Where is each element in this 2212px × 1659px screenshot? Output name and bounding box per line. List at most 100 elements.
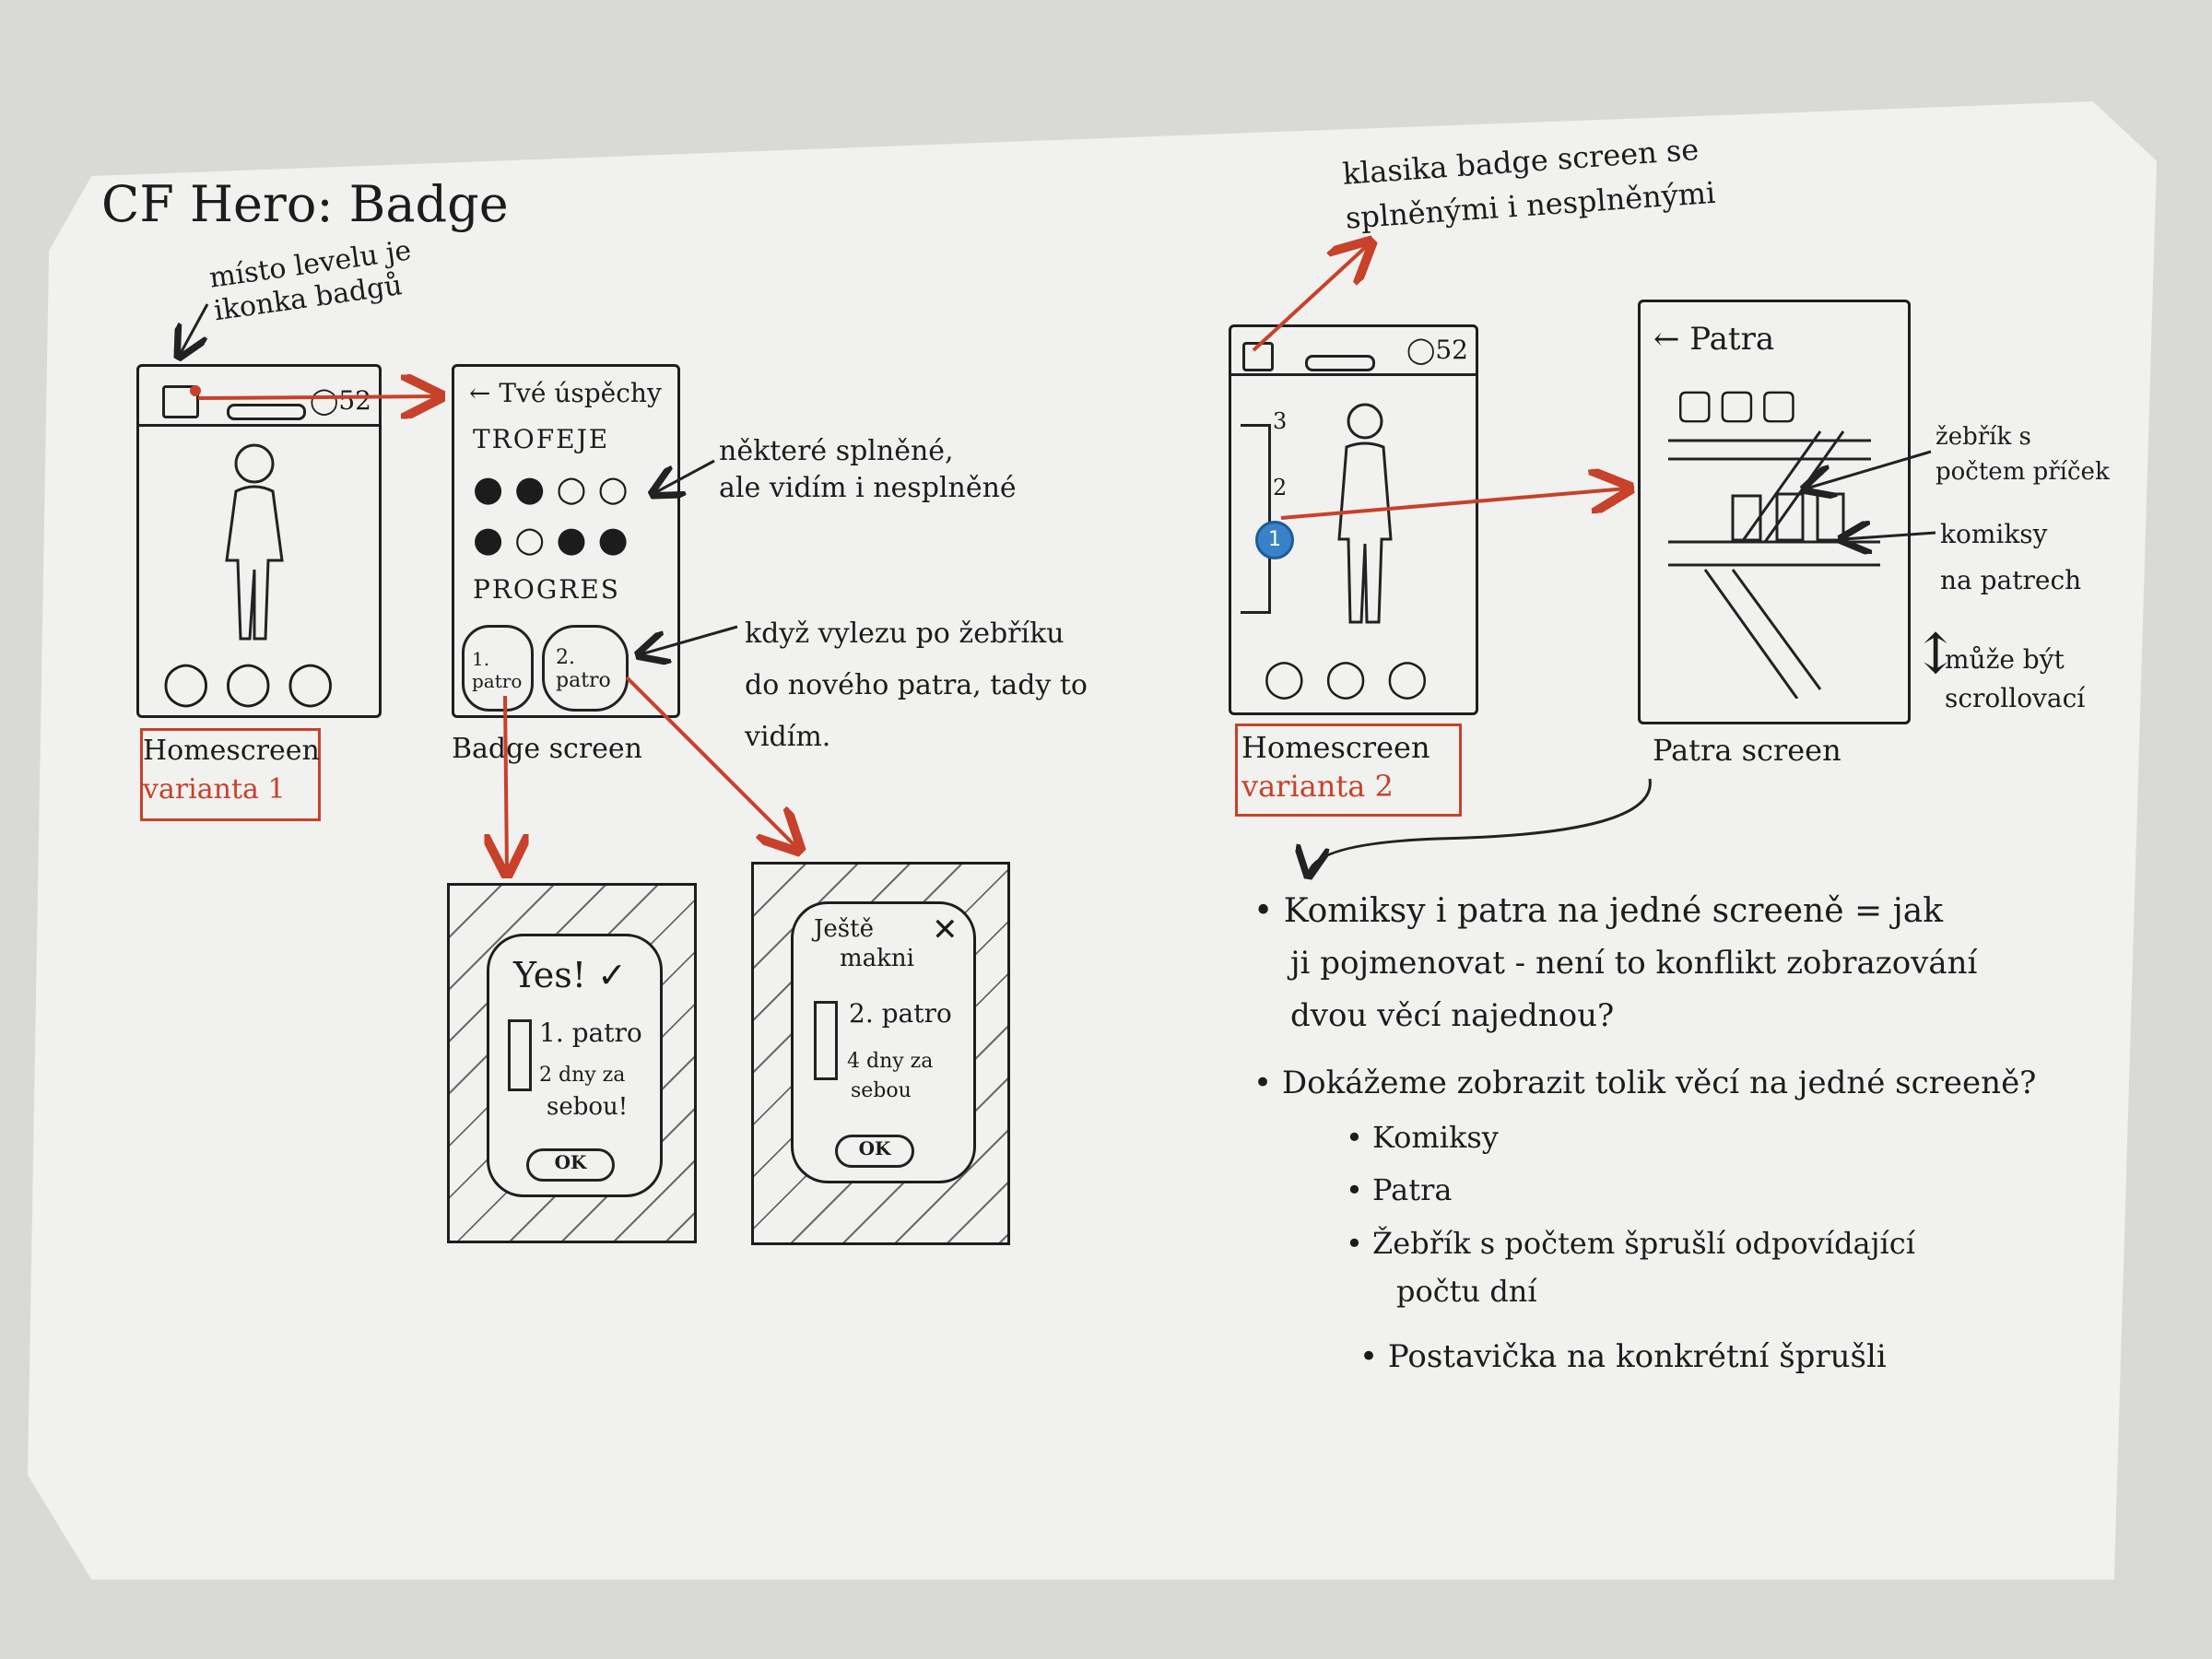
success-dialog-frame: Yes! ✓ 1. patro 2 dny za sebou! OK (447, 883, 697, 1243)
close-icon[interactable]: ✕ (932, 912, 959, 948)
patra-screen: ← Patra ▢▢▢ (1638, 300, 1911, 724)
notification-dot (190, 385, 201, 396)
coin-icon: ◯ (310, 385, 339, 416)
note-line: ale vidím i nesplněné (719, 472, 1017, 504)
avatar-marker: 1 (1255, 521, 1294, 559)
keep-going-dialog: Ještě makni ✕ 2. patro 4 dny za sebou OK (791, 901, 976, 1183)
trophy-earned-icon[interactable]: ● (473, 519, 515, 559)
trophy-earned-icon[interactable]: ● (473, 468, 515, 509)
header-divider (139, 424, 379, 427)
coin-count: 52 (338, 385, 371, 416)
ladder-icon (814, 1001, 838, 1080)
success-days: 2 dny za (539, 1064, 626, 1087)
coin-counter: ◯52 (310, 385, 371, 416)
bullet-text: Komiksy (1372, 1120, 1499, 1155)
keep-going-ok-label: OK (858, 1137, 891, 1159)
nav-circle-icon[interactable]: ◯ (286, 657, 349, 707)
bottom-nav: ◯◯◯ (162, 657, 348, 707)
nav-circle-icon[interactable]: ◯ (162, 657, 225, 707)
success-dialog: Yes! ✓ 1. patro 2 dny za sebou! OK (487, 934, 663, 1197)
badge-screen-header[interactable]: ← Tvé úspěchy (469, 378, 662, 408)
trophies-row-2: ●○●● (473, 519, 640, 559)
avatar-figure (225, 443, 284, 641)
badge-screen-label: Badge screen (452, 733, 642, 765)
note-line: komiksy (1940, 519, 2048, 549)
note-line: počtem příček (1936, 458, 2110, 486)
nav-circle-icon[interactable]: ◯ (1264, 657, 1325, 700)
bottom-nav: ◯◯◯ (1264, 657, 1448, 700)
homescreen-2-label-box: Homescreen varianta 2 (1235, 724, 1462, 817)
trophies-note: některé splněné, ale vidím i nesplněné (719, 433, 1017, 507)
progress-bar (227, 404, 306, 420)
ladder-level-2: 2 (1273, 475, 1288, 500)
note-line: scrollovací (1945, 683, 2086, 713)
homescreen-2-variant: varianta 2 (1241, 769, 1394, 804)
floor-2-button[interactable]: 2. patro (542, 625, 629, 712)
trophies-row-1: ●●○○ (473, 468, 640, 509)
floor-1-button[interactable]: 1. patro (462, 625, 534, 712)
sub-bullet-3-cont: počtu dní (1396, 1274, 1537, 1309)
keep-going-floor: 2. patro (849, 998, 952, 1029)
trophies-heading: TROFEJE (473, 424, 610, 454)
homescreen-1-label-box: Homescreen varianta 1 (140, 728, 321, 821)
note-line: některé splněné, (719, 435, 954, 467)
success-floor: 1. patro (539, 1018, 642, 1048)
comic-box-icon[interactable]: ▢ (1717, 381, 1760, 428)
homescreen-1-label: Homescreen (143, 735, 320, 767)
bullet-text: Postavička na konkrétní šprušli (1387, 1338, 1887, 1375)
badge-icon[interactable] (162, 385, 199, 418)
keep-going-ok-button[interactable]: OK (835, 1135, 914, 1168)
floor-1-label: 1. patro (472, 648, 523, 692)
comic-box-icon[interactable]: ▢ (1759, 381, 1802, 428)
coin-count: 52 (1435, 335, 1468, 365)
bullet-1-line-1: • Komiksy i patra na jedné screeně = jak (1253, 892, 1944, 930)
success-title-text: Yes! (513, 955, 587, 995)
comic-box-icon[interactable]: ▢ (1676, 381, 1718, 428)
bullet-text: Dokážeme zobrazit tolik věcí na jedné sc… (1281, 1065, 2037, 1101)
patra-screen-header[interactable]: ← Patra (1653, 321, 1775, 358)
header-divider (1231, 373, 1476, 376)
homescreen-variant-2: ◯52 3 2 1 ◯◯◯ (1229, 324, 1478, 715)
trophy-earned-icon[interactable]: ● (514, 468, 557, 509)
bullet-2: • Dokážeme zobrazit tolik věcí na jedné … (1253, 1065, 2037, 1101)
scroll-note: může být scrollovací (1945, 641, 2085, 718)
ladder-note: když vylezu po žebříku do nového patra, … (745, 608, 1088, 763)
success-ok-label: OK (554, 1151, 587, 1173)
progress-heading: PROGRES (473, 574, 620, 605)
progress-bar (1305, 355, 1375, 371)
check-icon: ✓ (597, 955, 627, 995)
patra-screen-label: Patra screen (1653, 733, 1841, 768)
success-dialog-title: Yes! ✓ (513, 955, 627, 995)
sub-bullet-1: • Komiksy (1346, 1120, 1499, 1155)
keep-going-days: 4 dny za (847, 1050, 934, 1073)
trophy-locked-icon[interactable]: ○ (597, 468, 640, 509)
success-ok-button[interactable]: OK (526, 1148, 615, 1182)
trophy-earned-icon[interactable]: ● (556, 519, 598, 559)
keep-going-title-2: makni (840, 945, 914, 972)
nav-circle-icon[interactable]: ◯ (224, 657, 287, 707)
bullet-text: Komiksy i patra na jedné screeně = jak (1283, 892, 1944, 930)
patra-boxes-row: ▢▢▢ (1676, 381, 1802, 428)
paper-sheet (28, 101, 2157, 1580)
nav-circle-icon[interactable]: ◯ (1386, 657, 1449, 700)
badge-screen: ← Tvé úspěchy TROFEJE ●●○○ ●○●● PROGRES … (452, 364, 680, 718)
floors-illustration (1668, 430, 1880, 699)
success-sebou: sebou! (547, 1093, 629, 1121)
badge-icon[interactable] (1242, 342, 1274, 371)
homescreen-2-label: Homescreen (1241, 730, 1430, 765)
note-line: žebřík s (1936, 423, 2031, 451)
coin-counter: ◯52 (1406, 335, 1468, 365)
trophy-locked-icon[interactable]: ○ (556, 468, 598, 509)
ladder-icon (508, 1019, 532, 1091)
scroll-arrow-icon: ↕ (1912, 622, 1959, 687)
trophy-earned-icon[interactable]: ● (597, 519, 640, 559)
bullet-3: • Postavička na konkrétní šprušli (1359, 1338, 1887, 1375)
trophy-locked-icon[interactable]: ○ (514, 519, 557, 559)
nav-circle-icon[interactable]: ◯ (1324, 657, 1387, 700)
ladder-wall (1241, 424, 1271, 614)
coin-icon: ◯ (1406, 335, 1436, 365)
note-line: může být (1945, 644, 2065, 675)
boxes-note: komiksy na patrech (1940, 512, 2081, 604)
homescreen-variant-1: ◯52 ◯◯◯ (136, 364, 382, 718)
note-line: do nového patra, tady to (745, 669, 1088, 701)
